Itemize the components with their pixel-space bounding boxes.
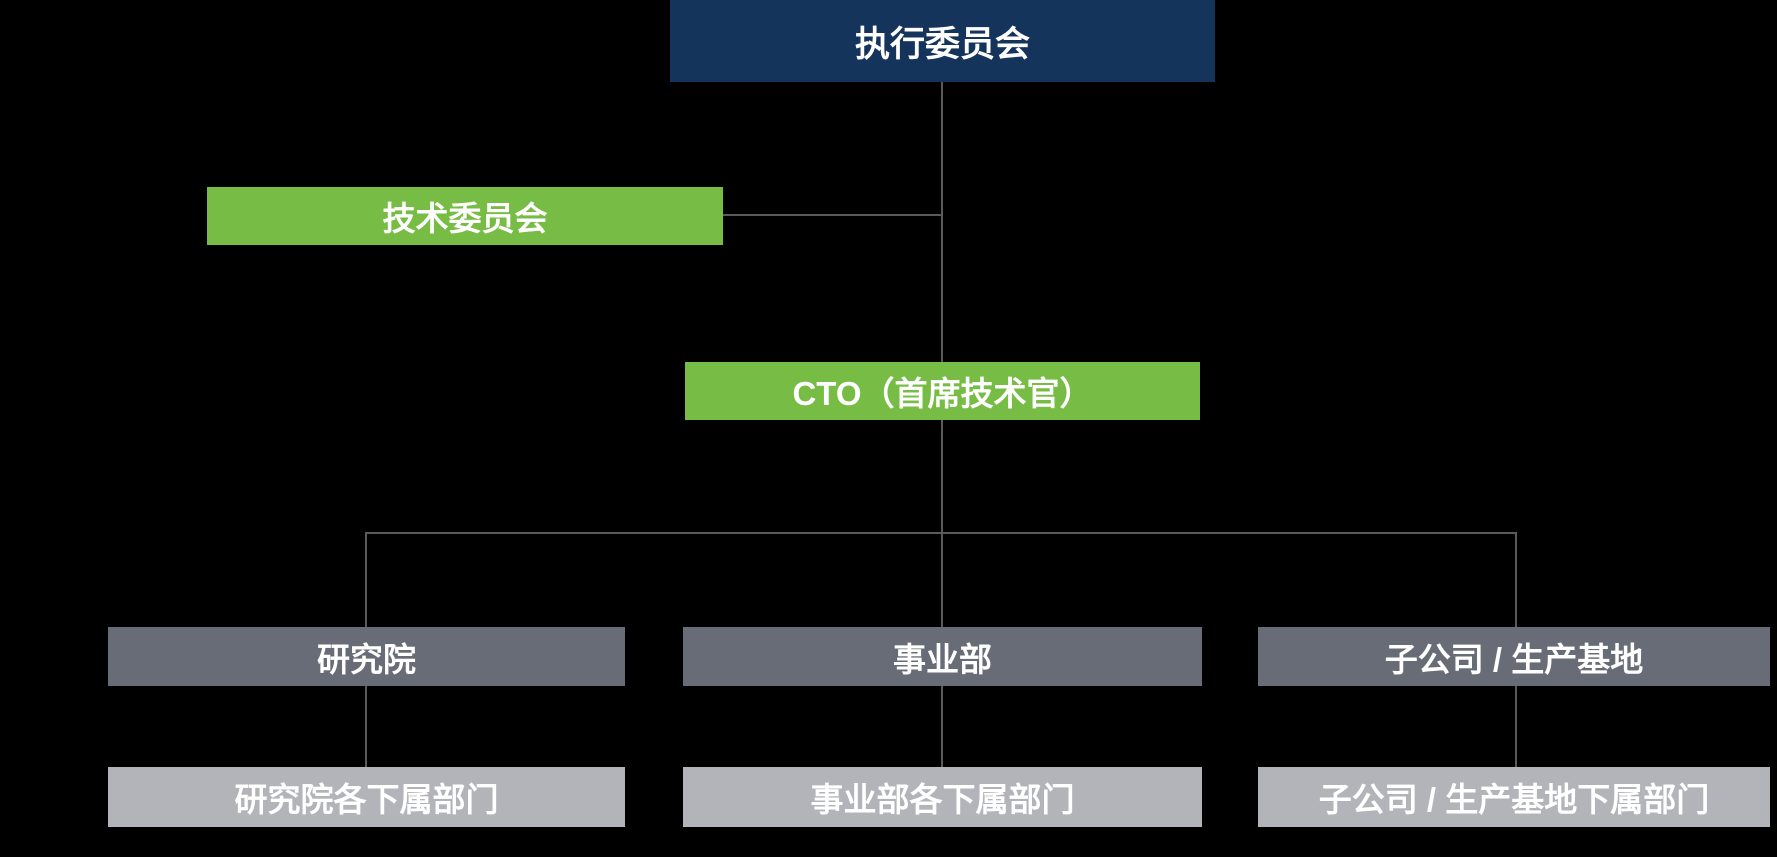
connector-cto-to-business [941,420,943,627]
node-research-institute-departments-label: 研究院各下属部门 [234,781,499,818]
node-business-division-label: 事业部 [893,640,992,678]
node-subsidiary-departments: 子公司 / 生产基地下属部门 [1258,767,1770,827]
connector-research-to-departments [365,686,367,767]
node-research-institute-departments: 研究院各下属部门 [108,767,625,827]
connector-rail-to-research [365,532,367,627]
node-subsidiary-production-base: 子公司 / 生产基地 [1258,627,1770,686]
connector-subsidiary-to-departments [1515,686,1517,767]
connector-business-to-departments [941,686,943,767]
node-research-institute-label: 研究院 [317,640,416,678]
node-cto: CTO（首席技术官） [685,362,1200,420]
connector-tech-committee-branch [723,214,942,216]
node-business-division-departments-label: 事业部各下属部门 [810,781,1075,818]
connector-rail-to-subsidiary [1515,532,1517,627]
node-subsidiary-departments-label: 子公司 / 生产基地下属部门 [1318,781,1710,818]
node-cto-label: CTO（首席技术官） [792,375,1093,412]
node-business-division: 事业部 [683,627,1202,686]
node-subsidiary-production-base-label: 子公司 / 生产基地 [1384,640,1644,678]
node-tech-committee-label: 技术委员会 [382,200,548,237]
node-executive-committee: 执行委员会 [670,0,1215,82]
connector-exec-to-cto [941,82,943,362]
node-research-institute: 研究院 [108,627,625,686]
connector-horizontal-rail [365,532,1517,534]
node-business-division-departments: 事业部各下属部门 [683,767,1202,827]
node-tech-committee: 技术委员会 [207,187,723,245]
node-executive-committee-label: 执行委员会 [854,24,1030,64]
